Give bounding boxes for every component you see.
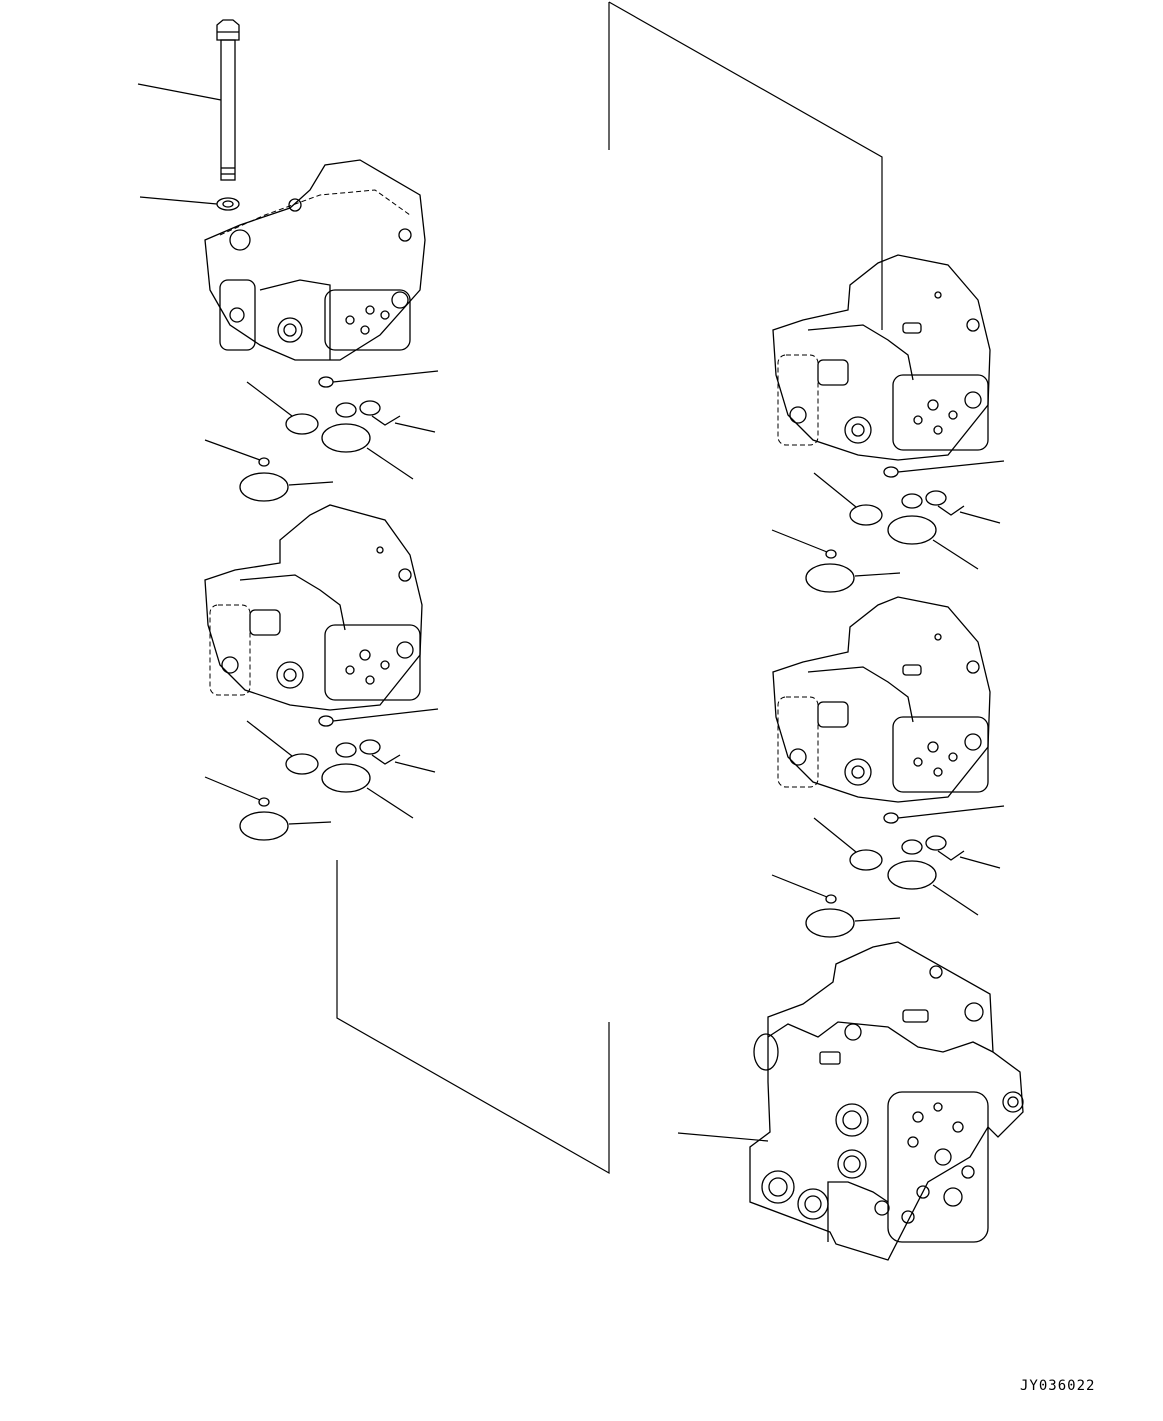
valve-section-4: [772, 596, 991, 803]
valve-section-1: [204, 159, 426, 361]
assembly-lines: [336, 1, 883, 1175]
seal-set-2: [204, 708, 439, 841]
valve-section-2: [204, 504, 423, 711]
tie-bolt: [137, 19, 240, 181]
drawing-code: JY036022: [1020, 1378, 1095, 1394]
valve-body: [677, 941, 1024, 1261]
seal-set-4: [771, 805, 1005, 938]
seal-set-1: [204, 370, 439, 502]
seal-set-3: [771, 460, 1005, 593]
valve-section-3: [772, 254, 991, 461]
washer: [139, 196, 240, 211]
